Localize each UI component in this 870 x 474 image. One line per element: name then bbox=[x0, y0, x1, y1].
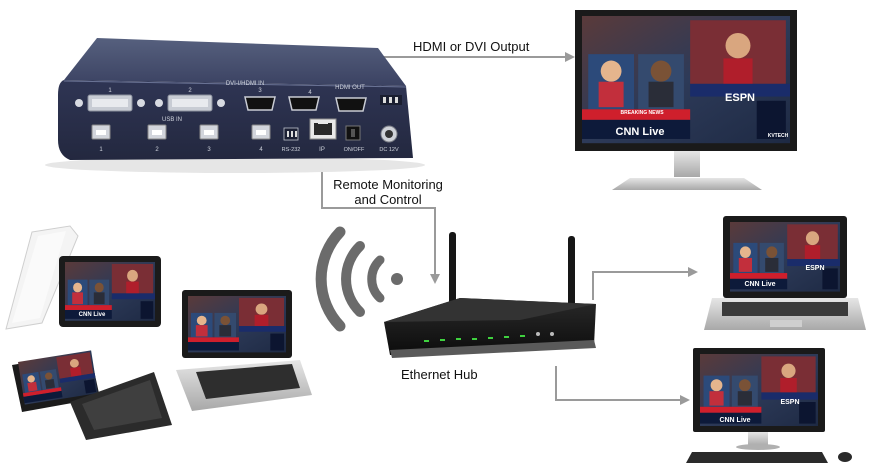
multiviewer-device: DVI-I/HDMI IN HDMI OUT 1 2 3 4 USB IN 1 … bbox=[45, 38, 425, 173]
ip-label: IP bbox=[319, 147, 325, 153]
input-number-1: 1 bbox=[108, 88, 112, 94]
input-number-2: 2 bbox=[188, 88, 192, 94]
power-switch-label: ON/OFF bbox=[344, 147, 365, 153]
convertible-tablet bbox=[176, 290, 312, 411]
dvi-input-ports bbox=[75, 94, 320, 112]
dc-label: DC 12V bbox=[379, 147, 399, 153]
usb-number-2: 2 bbox=[155, 147, 159, 153]
tablet-channel-cnn: CNN Live bbox=[79, 312, 106, 318]
rs232-label: RS-232 bbox=[282, 147, 301, 153]
router-leds bbox=[424, 335, 525, 342]
ethernet-hub-router bbox=[384, 232, 596, 358]
remote-monitoring-line2: and Control bbox=[354, 192, 422, 207]
desktop-line bbox=[555, 366, 682, 401]
black-tablet: CNN Live bbox=[59, 256, 161, 327]
laptop-arrow bbox=[688, 267, 698, 277]
laptop-line bbox=[592, 271, 690, 300]
desktop-channel-cnn: CNN Live bbox=[719, 417, 750, 424]
usb-group-label: USB IN bbox=[162, 117, 182, 123]
desktop-channel-espn: ESPN bbox=[780, 399, 799, 406]
monitor-ticker: BREAKING NEWS bbox=[620, 110, 664, 116]
remote-monitoring-label: Remote Monitoring and Control bbox=[328, 177, 448, 207]
laptop-channel-espn: ESPN bbox=[805, 265, 824, 272]
usb-number-3: 3 bbox=[207, 147, 211, 153]
desktop-computer: ESPN CNN Live bbox=[686, 348, 852, 463]
usb-number-4: 4 bbox=[259, 147, 263, 153]
remote-monitoring-line1: Remote Monitoring bbox=[333, 177, 443, 192]
desktop-arrow bbox=[680, 395, 690, 405]
ethernet-hub-label: Ethernet Hub bbox=[401, 367, 478, 382]
monitor-channel-cnn: CNN Live bbox=[616, 126, 665, 138]
hdmi-out-port bbox=[335, 97, 367, 112]
usb-number-1: 1 bbox=[99, 147, 103, 153]
output-monitor: ESPN CNN Live BREAKING NEWS KVTECH bbox=[575, 10, 797, 190]
laptop-channel-cnn: CNN Live bbox=[744, 281, 775, 288]
hdmi-port-3 bbox=[244, 96, 276, 111]
hdmi-out-label: HDMI OUT bbox=[335, 85, 365, 91]
tablet-with-keyboard bbox=[12, 350, 172, 440]
hdmi-arrow bbox=[565, 52, 575, 62]
hdmi-port-4 bbox=[288, 96, 320, 111]
input-number-4: 4 bbox=[308, 90, 312, 96]
dvi-group-label: DVI-I/HDMI IN bbox=[226, 81, 264, 87]
monitor-brand: KVTECH bbox=[768, 133, 789, 139]
connector-lines bbox=[321, 52, 698, 405]
remote-line bbox=[321, 137, 436, 276]
hdmi-output-label: HDMI or DVI Output bbox=[413, 39, 530, 54]
usb-ports bbox=[91, 124, 271, 140]
monitor-channel-espn: ESPN bbox=[725, 92, 755, 104]
wifi-icon bbox=[315, 226, 403, 332]
input-number-3: 3 bbox=[258, 88, 262, 94]
laptop-right: ESPN CNN Live bbox=[704, 216, 866, 330]
remote-arrow bbox=[430, 274, 440, 284]
